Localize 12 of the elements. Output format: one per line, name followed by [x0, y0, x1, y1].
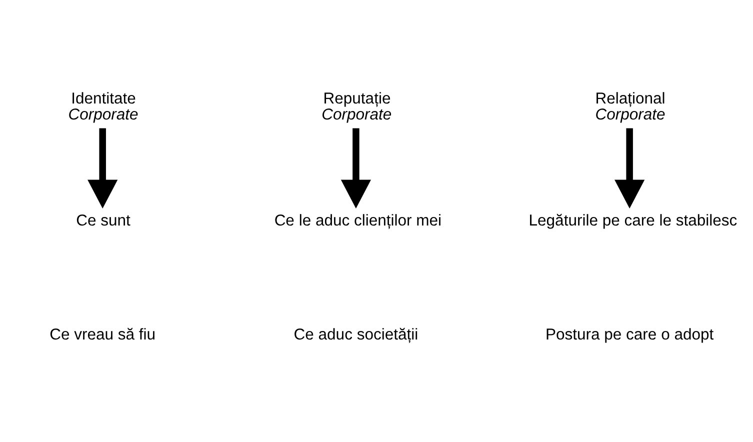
label: Ce vreau să fiu: [50, 326, 156, 343]
arrow: [340, 128, 371, 208]
arrow: [88, 128, 118, 208]
node-text: Ce le aduc clienților mei: [274, 212, 442, 230]
node-text: Relațional Corporate: [595, 90, 666, 123]
node-text: Reputație Corporate: [322, 90, 392, 123]
node-text: Ce sunt: [76, 212, 130, 230]
node-text: Identitate Corporate: [68, 90, 138, 123]
label: Ce aduc societății: [294, 326, 418, 343]
arrow: [614, 128, 645, 208]
label: Postura pe care o adopt: [546, 326, 714, 343]
node-text: Legăturile pe care le stabilesc: [528, 212, 738, 230]
